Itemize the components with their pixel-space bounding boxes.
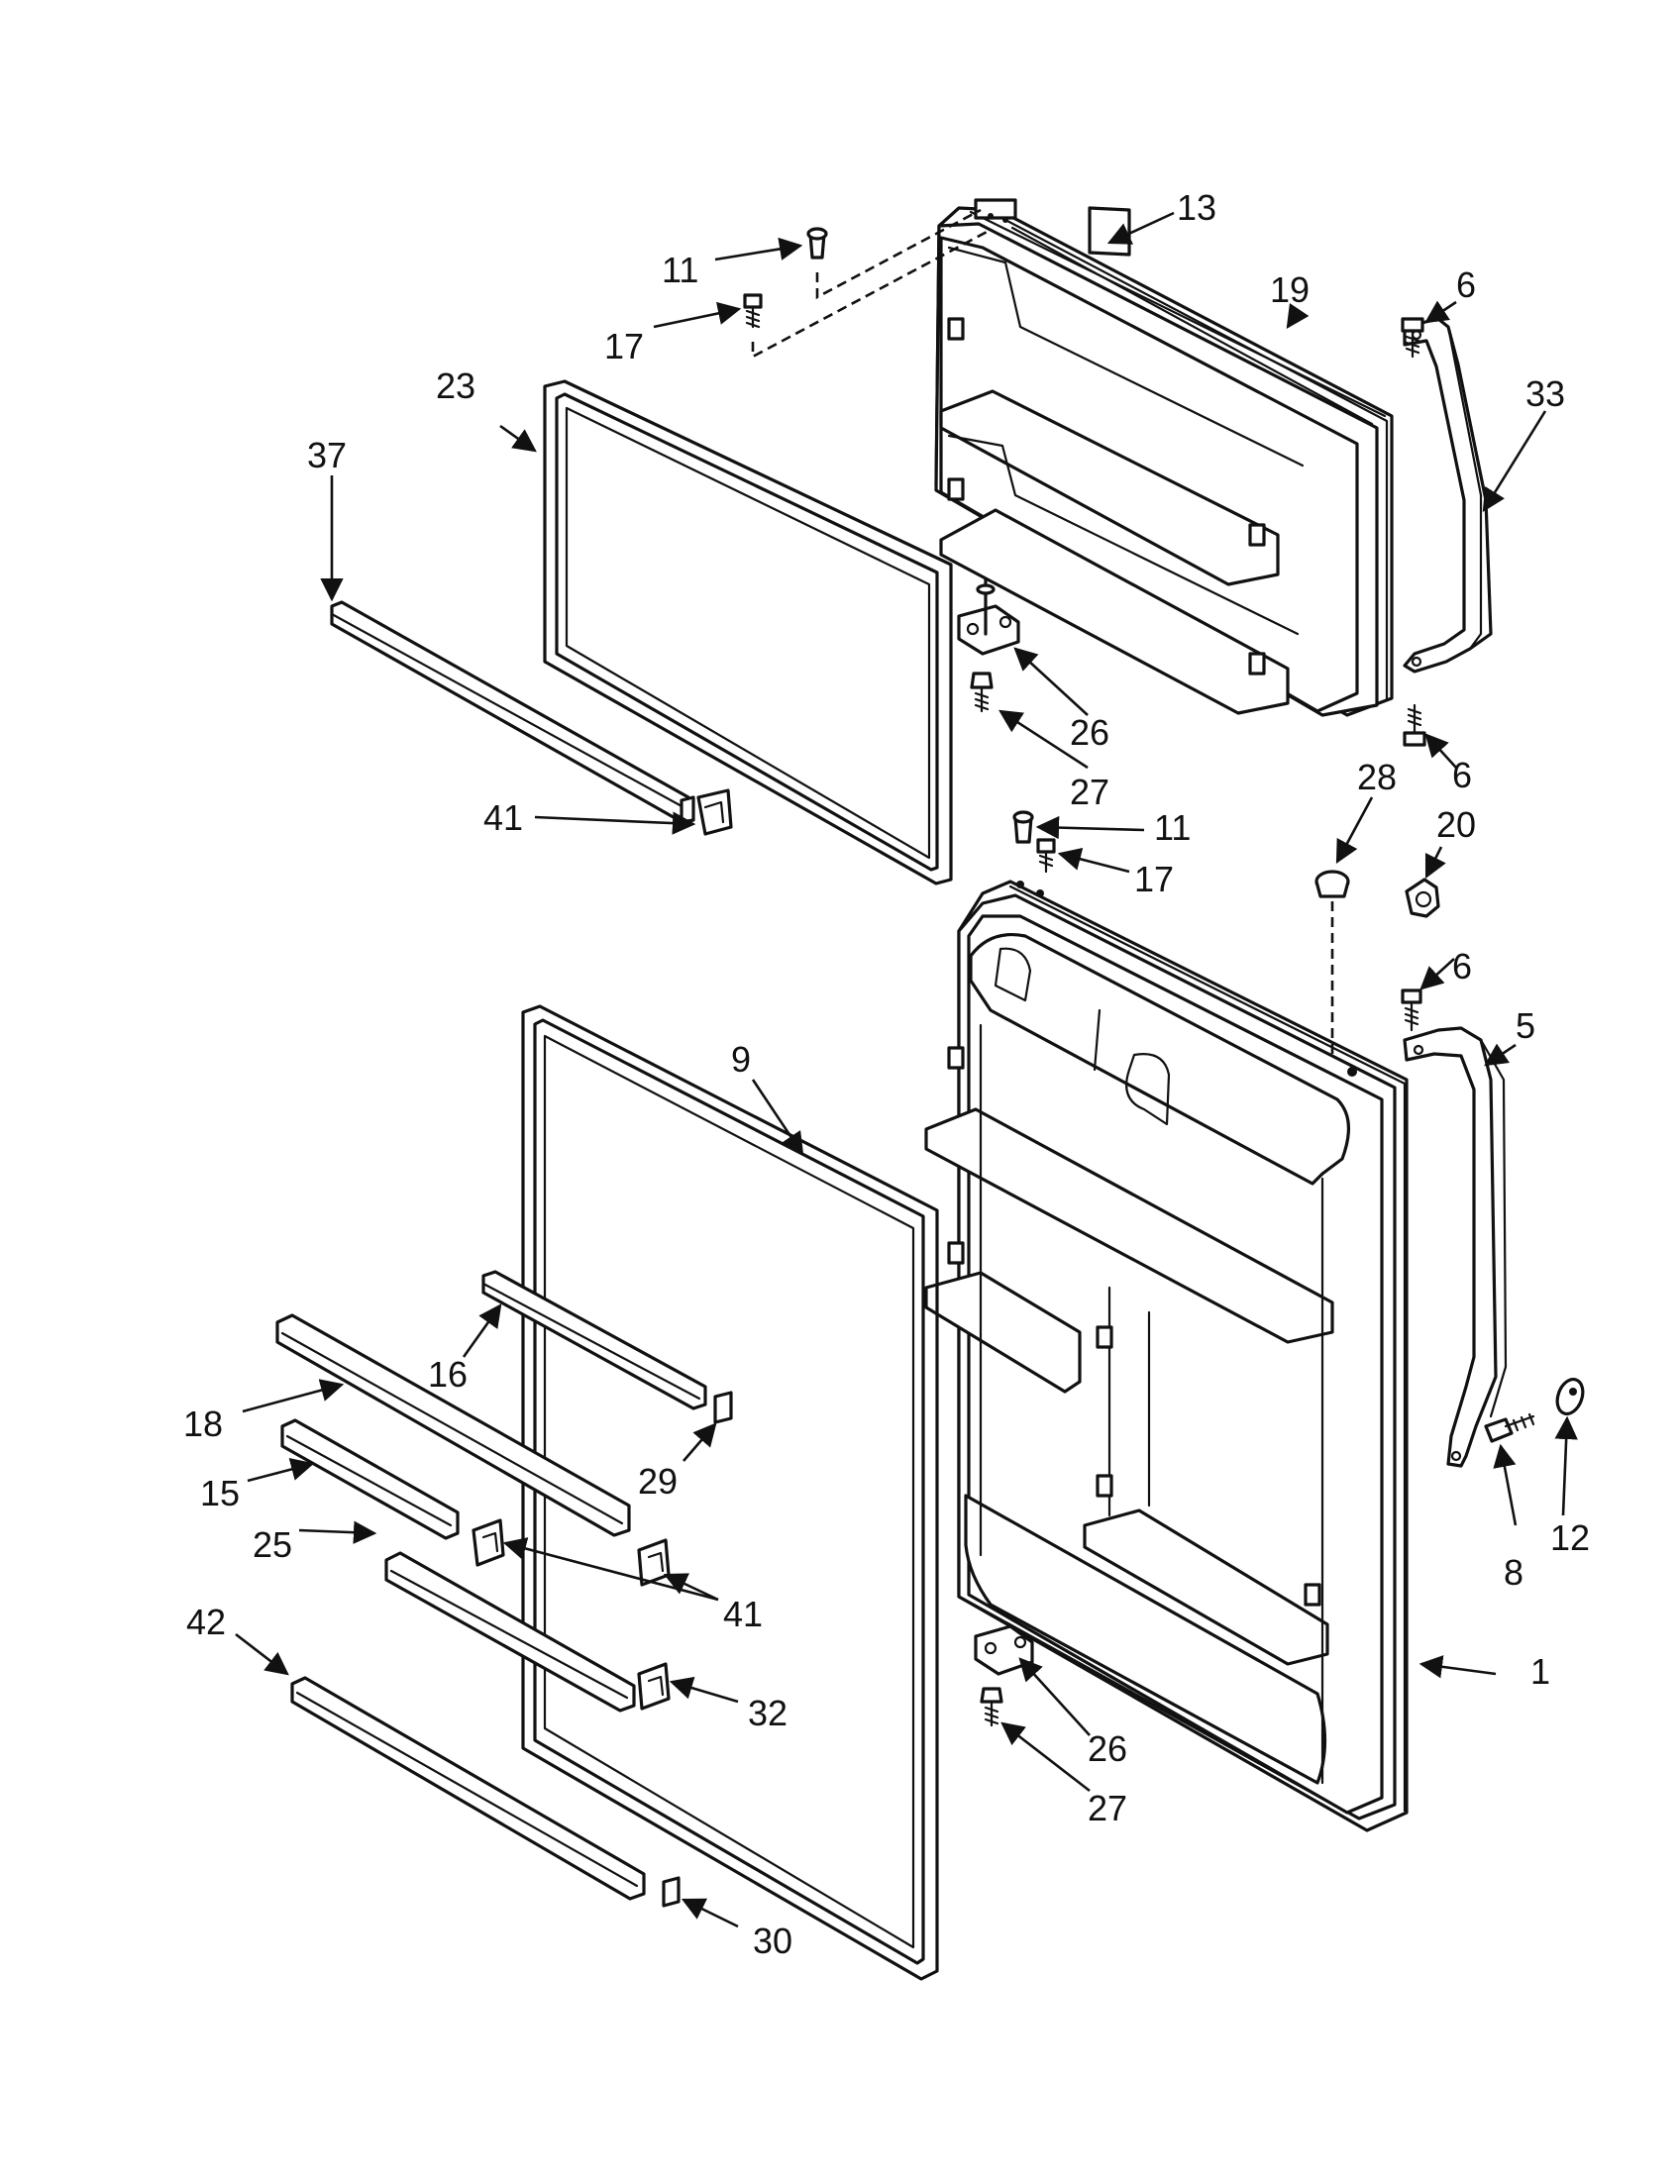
breaker-strip-25 xyxy=(384,1551,636,1713)
callout-30: 30 xyxy=(753,1921,792,1961)
clip-29 xyxy=(713,1391,733,1424)
callout-6: 6 xyxy=(1456,264,1476,305)
handle-screw xyxy=(1484,1412,1535,1443)
callout-15: 15 xyxy=(200,1473,240,1513)
callout-9: 9 xyxy=(731,1039,751,1080)
callout-19: 19 xyxy=(1270,269,1310,310)
callout-37: 37 xyxy=(307,435,347,475)
callout-5: 5 xyxy=(1516,1005,1535,1046)
freezer-gasket xyxy=(543,379,953,885)
clip-32 xyxy=(637,1662,671,1711)
clip-upper xyxy=(696,788,733,836)
screw-middle xyxy=(1036,838,1056,874)
callout-6: 6 xyxy=(1452,755,1472,795)
callout-13: 13 xyxy=(1177,187,1216,228)
callout-29: 29 xyxy=(638,1461,678,1502)
breaker-strip-15 xyxy=(280,1418,460,1540)
screw-handle-top xyxy=(1401,317,1424,359)
hinge-pin-upper xyxy=(806,227,828,260)
callout-32: 32 xyxy=(748,1693,788,1733)
callout-41: 41 xyxy=(723,1594,763,1634)
screw-handle-bottom xyxy=(1403,703,1426,747)
clip-30 xyxy=(662,1876,681,1908)
callout-1: 1 xyxy=(1530,1651,1550,1692)
fresh-food-handle xyxy=(1403,1026,1508,1468)
screw-cap xyxy=(1555,1377,1585,1416)
clip-lower-left xyxy=(472,1518,505,1567)
callout-33: 33 xyxy=(1525,373,1565,414)
callout-28: 28 xyxy=(1357,757,1397,797)
callout-11: 11 xyxy=(1154,807,1191,848)
callout-18: 18 xyxy=(183,1404,223,1444)
breaker-strip-freezer xyxy=(330,600,695,824)
callout-11: 11 xyxy=(662,250,698,290)
callout-27: 27 xyxy=(1088,1788,1127,1828)
callout-6: 6 xyxy=(1452,946,1472,987)
callout-26: 26 xyxy=(1070,712,1109,753)
label-sticker xyxy=(1088,206,1131,257)
breaker-strip-18 xyxy=(275,1313,631,1537)
leader-arrows xyxy=(235,211,1578,1928)
hinge-lower-freezer xyxy=(957,577,1020,656)
callout-27: 27 xyxy=(1070,772,1109,812)
callout-17: 17 xyxy=(1134,859,1174,899)
callout-12: 12 xyxy=(1550,1517,1590,1558)
freezer-handle xyxy=(1403,317,1493,674)
fresh-food-gasket xyxy=(521,1004,939,1981)
callout-42: 42 xyxy=(186,1602,226,1642)
breaker-strip-16 xyxy=(481,1270,707,1410)
hole-plug-cap xyxy=(1314,870,1350,898)
door-cam xyxy=(1405,878,1440,918)
callout-41: 41 xyxy=(483,797,523,838)
screw-upper-left xyxy=(743,293,763,329)
screw-bottom-hinge xyxy=(980,1687,1003,1727)
callout-25: 25 xyxy=(253,1524,292,1565)
callout-23: 23 xyxy=(436,365,475,406)
breaker-strip-42 xyxy=(290,1676,646,1901)
screw-fresh-handle-top xyxy=(1401,988,1422,1032)
callout-20: 20 xyxy=(1436,804,1476,845)
fresh-food-door xyxy=(924,880,1409,1832)
clip-lower-right xyxy=(637,1538,671,1587)
screw-freezer-hinge xyxy=(970,672,994,713)
callout-26: 26 xyxy=(1088,1728,1127,1769)
callout-17: 17 xyxy=(604,326,644,366)
callout-16: 16 xyxy=(428,1354,468,1395)
callout-8: 8 xyxy=(1504,1552,1523,1593)
freezer-door xyxy=(934,198,1394,717)
hinge-pin-middle xyxy=(1012,810,1034,844)
